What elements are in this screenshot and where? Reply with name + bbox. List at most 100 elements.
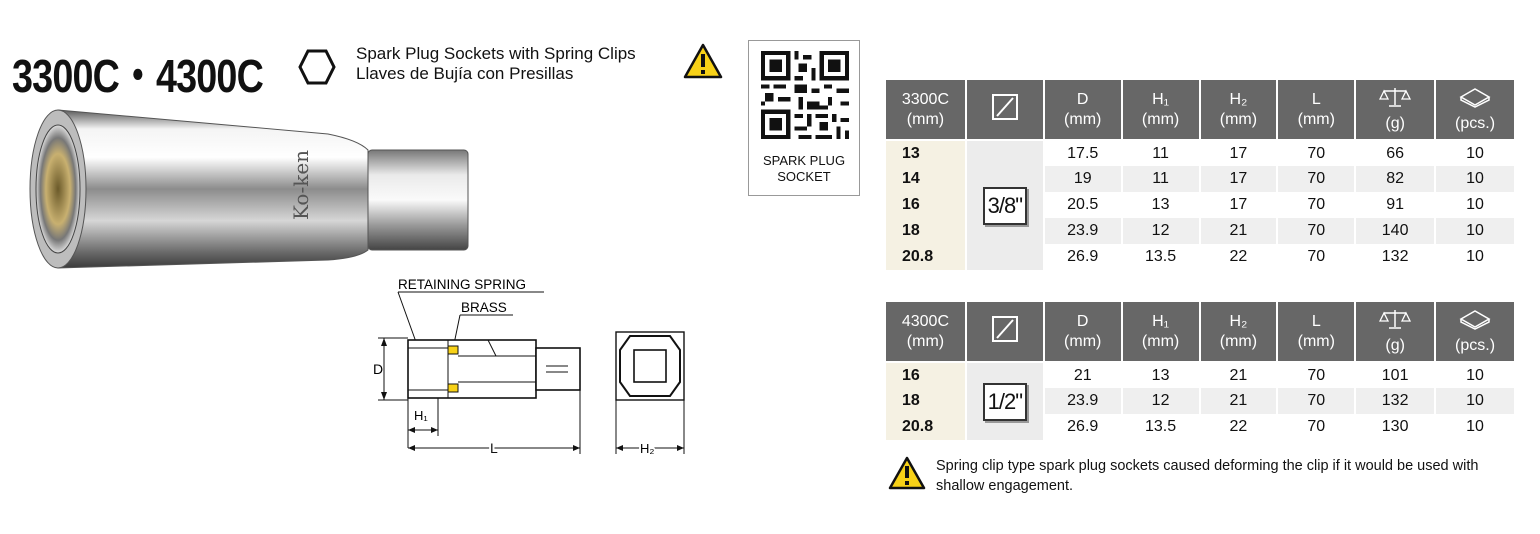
- column-header-line: H₁: [1152, 312, 1170, 330]
- column-header-line: (mm): [1064, 110, 1102, 128]
- value-cell: 13: [1121, 362, 1201, 388]
- size-cell: 20.8: [886, 414, 967, 440]
- value-cell: 20.5: [1043, 192, 1123, 218]
- value-cell: 70: [1277, 244, 1357, 270]
- drive-size-badge: 3/8": [982, 186, 1028, 225]
- value-cell: 10: [1435, 388, 1516, 414]
- value-cell: 10: [1435, 192, 1516, 218]
- drive-size-cell: 1/2": [965, 362, 1045, 440]
- column-header-line: L: [1311, 90, 1321, 108]
- value-cell: 11: [1121, 166, 1201, 192]
- column-header: (pcs.): [1435, 80, 1516, 141]
- value-cell: 22: [1199, 414, 1279, 440]
- column-header: D (mm): [1043, 80, 1123, 141]
- column-header: (g): [1355, 302, 1437, 363]
- subtitle-spanish: Llaves de Bujía con Presillas: [356, 64, 574, 83]
- column-header-line: (mm): [1297, 110, 1335, 128]
- column-header-unit: (g): [1385, 114, 1405, 132]
- hexagon-icon: [298, 49, 336, 85]
- qr-caption-line1: SPARK PLUG: [762, 153, 846, 168]
- value-cell: 23.9: [1043, 218, 1123, 244]
- value-cell: 132: [1355, 388, 1437, 414]
- product-photo: Ko-ken: [29, 109, 469, 269]
- value-cell: 10: [1435, 414, 1516, 440]
- column-header-line: H₂: [1229, 90, 1248, 108]
- column-header: (pcs.): [1435, 302, 1516, 363]
- value-cell: 19: [1043, 166, 1123, 192]
- column-header-line: (mm): [1064, 332, 1102, 350]
- column-header: H₂(mm): [1199, 302, 1279, 363]
- value-cell: 70: [1277, 192, 1357, 218]
- value-cell: 17: [1199, 140, 1279, 166]
- technical-diagram: RETAINING SPRING BRASS D H₁ L H₂: [373, 277, 685, 458]
- value-cell: 26.9: [1043, 414, 1123, 440]
- value-cell: 10: [1435, 362, 1516, 388]
- scale-icon: [1379, 87, 1412, 107]
- column-header-line: H₂: [1229, 312, 1248, 330]
- column-header: (g): [1355, 80, 1437, 141]
- column-header: L(mm): [1277, 302, 1357, 363]
- size-cell: 16: [886, 192, 967, 218]
- diagram-label-h1: H₁: [414, 408, 428, 423]
- column-header: [965, 302, 1045, 363]
- size-cell: 18: [886, 388, 967, 414]
- value-cell: 10: [1435, 244, 1516, 270]
- column-header: H₁(mm): [1121, 302, 1201, 363]
- size-cell: 20.8: [886, 244, 967, 270]
- value-cell: 21: [1199, 362, 1279, 388]
- column-header: 3300C (mm): [886, 80, 967, 141]
- page-title: 3300C・4300C: [12, 50, 264, 102]
- column-header-unit: (pcs.): [1455, 114, 1496, 132]
- value-cell: 70: [1277, 362, 1357, 388]
- column-header-line: 3300C: [901, 90, 950, 108]
- value-cell: 10: [1435, 218, 1516, 244]
- box-icon: [1459, 309, 1491, 330]
- diagram-label-retaining-spring: RETAINING SPRING: [398, 277, 526, 292]
- value-cell: 66: [1355, 140, 1437, 166]
- value-cell: 70: [1277, 218, 1357, 244]
- column-header-line: D: [1076, 90, 1089, 108]
- subtitle: Spark Plug Sockets with Spring Clips Lla…: [356, 44, 636, 84]
- qr-code-icon[interactable]: [761, 51, 849, 139]
- value-cell: 70: [1277, 414, 1357, 440]
- square-drive-icon: [991, 93, 1018, 120]
- value-cell: 21: [1043, 362, 1123, 388]
- warning-triangle-icon: [888, 456, 926, 490]
- subtitle-english: Spark Plug Sockets with Spring Clips: [356, 44, 636, 63]
- value-cell: 10: [1435, 140, 1516, 166]
- column-header-line: L: [1311, 312, 1321, 330]
- box-icon: [1459, 87, 1491, 108]
- value-cell: 70: [1277, 388, 1357, 414]
- diagram-label-h2: H₂: [640, 441, 654, 456]
- column-header-line: H₁: [1152, 90, 1170, 108]
- qr-code-card[interactable]: SPARK PLUG SOCKET: [748, 40, 860, 196]
- drive-size-badge: 1/2": [982, 382, 1028, 421]
- value-cell: 101: [1355, 362, 1437, 388]
- value-cell: 130: [1355, 414, 1437, 440]
- value-cell: 12: [1121, 388, 1201, 414]
- drive-size-cell: 3/8": [965, 140, 1045, 270]
- value-cell: 21: [1199, 388, 1279, 414]
- diagram-label-l: L: [490, 440, 498, 456]
- column-header: L (mm): [1277, 80, 1357, 141]
- column-header-line: (mm): [1219, 110, 1258, 128]
- usage-note: Spring clip type spark plug sockets caus…: [936, 458, 1479, 494]
- value-cell: 11: [1121, 140, 1201, 166]
- column-header-line: (mm): [1141, 110, 1180, 128]
- value-cell: 26.9: [1043, 244, 1123, 270]
- column-header-line: 4300C: [901, 312, 950, 330]
- column-header-line: (mm): [906, 110, 945, 128]
- value-cell: 70: [1277, 166, 1357, 192]
- value-cell: 21: [1199, 218, 1279, 244]
- value-cell: 22: [1199, 244, 1279, 270]
- value-cell: 13.5: [1121, 414, 1201, 440]
- value-cell: 13: [1121, 192, 1201, 218]
- column-header: H₂ (mm): [1199, 80, 1279, 141]
